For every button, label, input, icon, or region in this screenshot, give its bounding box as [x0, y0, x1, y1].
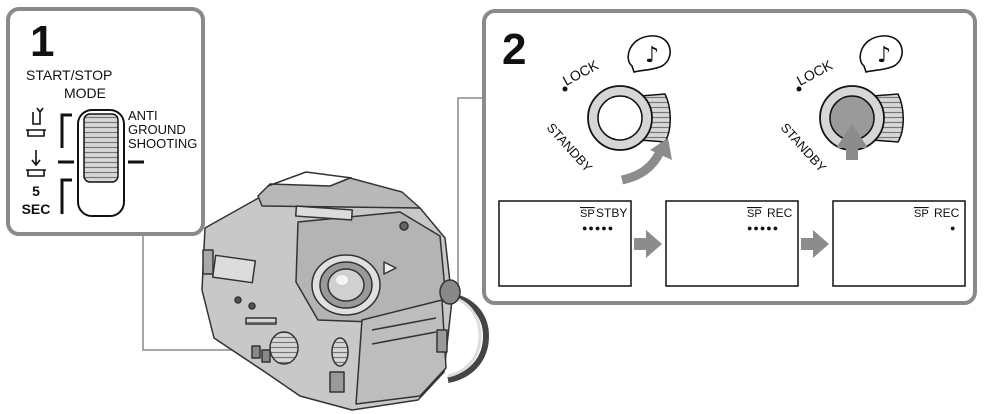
screen2-dots: ●●●●●: [747, 223, 779, 233]
repeat-record-icon: [26, 107, 46, 137]
screen2-status: REC: [767, 206, 793, 220]
screen3-dots: ●: [950, 223, 955, 233]
ground-label: GROUND: [128, 122, 186, 137]
screen-standby: SP STBY ●●●●●: [498, 200, 632, 287]
anti-label: ANTI: [128, 108, 158, 123]
screen1-dots: ●●●●●: [582, 223, 614, 233]
music-note-icon: ♪: [627, 35, 671, 73]
screen3-status: REC: [934, 206, 960, 220]
camcorder-illustration: [201, 171, 489, 411]
screen1-status: STBY: [596, 206, 627, 220]
screen-record-2: SP REC ●: [832, 200, 966, 287]
svg-text:♪: ♪: [645, 43, 659, 68]
music-note-icon: ♪: [859, 35, 903, 73]
push-arrow-icon: [836, 124, 868, 160]
mode-position-marks: [58, 113, 144, 214]
screen1-sp: SP: [580, 208, 595, 220]
screen2-sp: SP: [747, 208, 762, 220]
connector-lines: [142, 97, 484, 351]
single-record-icon: [26, 150, 46, 177]
step1-panel: 1 START/STOP MODE 5 SEC: [6, 7, 205, 236]
screen3-sp: SP: [914, 208, 929, 220]
svg-text:♪: ♪: [877, 43, 891, 68]
mode-title-line2: MODE: [64, 85, 106, 101]
sec-unit: SEC: [22, 201, 51, 217]
right-arrow-icon: [634, 230, 662, 258]
step2-number: 2: [502, 25, 526, 74]
screen-record-1: SP REC ●●●●●: [665, 200, 799, 287]
shooting-label: SHOOTING: [128, 136, 197, 151]
mode-slide-switch[interactable]: [77, 109, 125, 217]
sec-number: 5: [32, 183, 40, 199]
step2-panel: 2 LOCK STANDBY ♪ LOCK: [482, 9, 977, 305]
right-arrow-icon: [801, 230, 829, 258]
step1-number: 1: [30, 17, 54, 66]
mode-title-line1: START/STOP: [26, 67, 112, 83]
curved-arrow-icon: [620, 138, 672, 185]
